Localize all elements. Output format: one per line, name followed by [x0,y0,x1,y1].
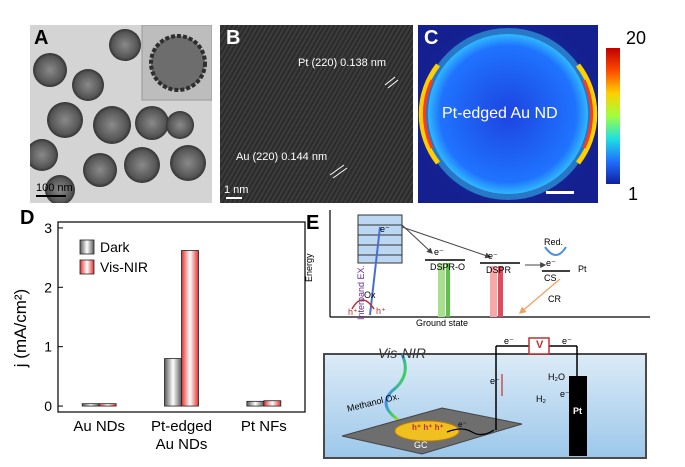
dspr-o-e-label: e⁻ [434,247,444,257]
legend-swatch [79,239,95,255]
legend-swatch [79,259,95,275]
gc-label: GC [414,440,428,450]
cs-e-label: e⁻ [546,258,556,268]
y-tick-label: 3 [44,220,52,236]
dspr-label: DSPR [486,265,512,275]
surface-e-label: e⁻ [458,420,467,429]
h2o-label: H₂O [548,372,565,382]
panel-e-cell-diagram [323,337,647,459]
panel-b-letter: B [226,27,241,49]
chart-axes [57,221,306,413]
energy-axis-label: Energy [304,253,314,282]
e-top-label: e⁻ [380,224,390,234]
pt-electrode-label: Pt [573,406,582,416]
bar-vis-nir-0 [98,403,117,407]
panel-c-colorbar [606,48,620,184]
legend-label: Dark [100,239,131,255]
panel-a: A 100 nm [30,25,212,203]
chart-y-axis-label: j (mA/cm²) [11,289,30,368]
legend-label: Vis-NIR [100,259,148,275]
panel-c-letter: C [424,27,439,49]
cr-label: CR [548,294,561,304]
bar-dark-1 [164,358,182,407]
panel-a-letter: A [34,27,49,49]
panel-e-letter: E [306,212,320,234]
ox-label: Ox [364,290,376,300]
x-tick-label: Pt NFs [241,418,287,435]
bar-vis-nir-2 [263,400,282,407]
colorbar-max-label: 20 [626,28,647,48]
panel-c-field-map [418,25,598,203]
bar-dark-2 [246,400,265,407]
cs-label: CS [544,273,557,283]
y-tick-label: 2 [44,279,52,295]
panel-c-label: Pt-edged Au ND [442,105,558,122]
red-label: Red. [544,237,564,247]
dspr-e-label: e⁻ [488,251,498,261]
dspr-o-label: DSPR-O [430,262,466,272]
panel-b-scale-bar-label: 1 nm [224,184,249,196]
chart-bars [81,250,282,407]
colorbar-min-label: 1 [628,184,639,204]
bar-dark-0 [81,403,100,407]
panel-b-hrtem-image [220,25,413,203]
up-e-label: e⁻ [490,376,500,386]
pt-label: Pt [578,264,587,274]
panel-b-lattice-au: Au (220) 0.144 nm [236,151,328,163]
x-tick-label: Au NDs [73,418,125,435]
pt-e-label: e⁻ [560,389,570,399]
h2-label: H₂ [536,394,546,404]
chart-frame [57,221,306,413]
panel-d-letter: D [20,207,35,229]
y-tick-label: 0 [44,398,52,414]
wire-e-right-label: e⁻ [562,336,572,346]
bar-vis-nir-1 [181,250,199,407]
wire-e-left-label: e⁻ [504,336,514,346]
y-tick-label: 1 [44,339,52,355]
surface-holes-label: h⁺ h⁺ h⁺ [412,423,444,432]
panel-a-tem-image [30,25,212,203]
hole-left-label: h⁺ [348,307,358,317]
panel-e-energy-diagram [329,210,650,318]
ground-state-label: Ground state [416,318,469,328]
x-tick-label: Pt-edged [151,418,212,435]
panel-b-lattice-pt: Pt (220) 0.138 nm [298,57,387,69]
panel-a-scale-bar-label: 100 nm [36,182,73,194]
panel-c: C Pt-edged Au ND [418,25,598,203]
panel-b: B Pt (220) 0.138 nm Au (220) 0.144 nm 1 … [220,25,413,203]
vis-nir-label: Vis-NIR [378,345,426,361]
x-tick-label: Au NDs [156,436,208,453]
hole-right-label: h⁺ [376,306,386,316]
voltmeter-label: V [536,339,544,351]
